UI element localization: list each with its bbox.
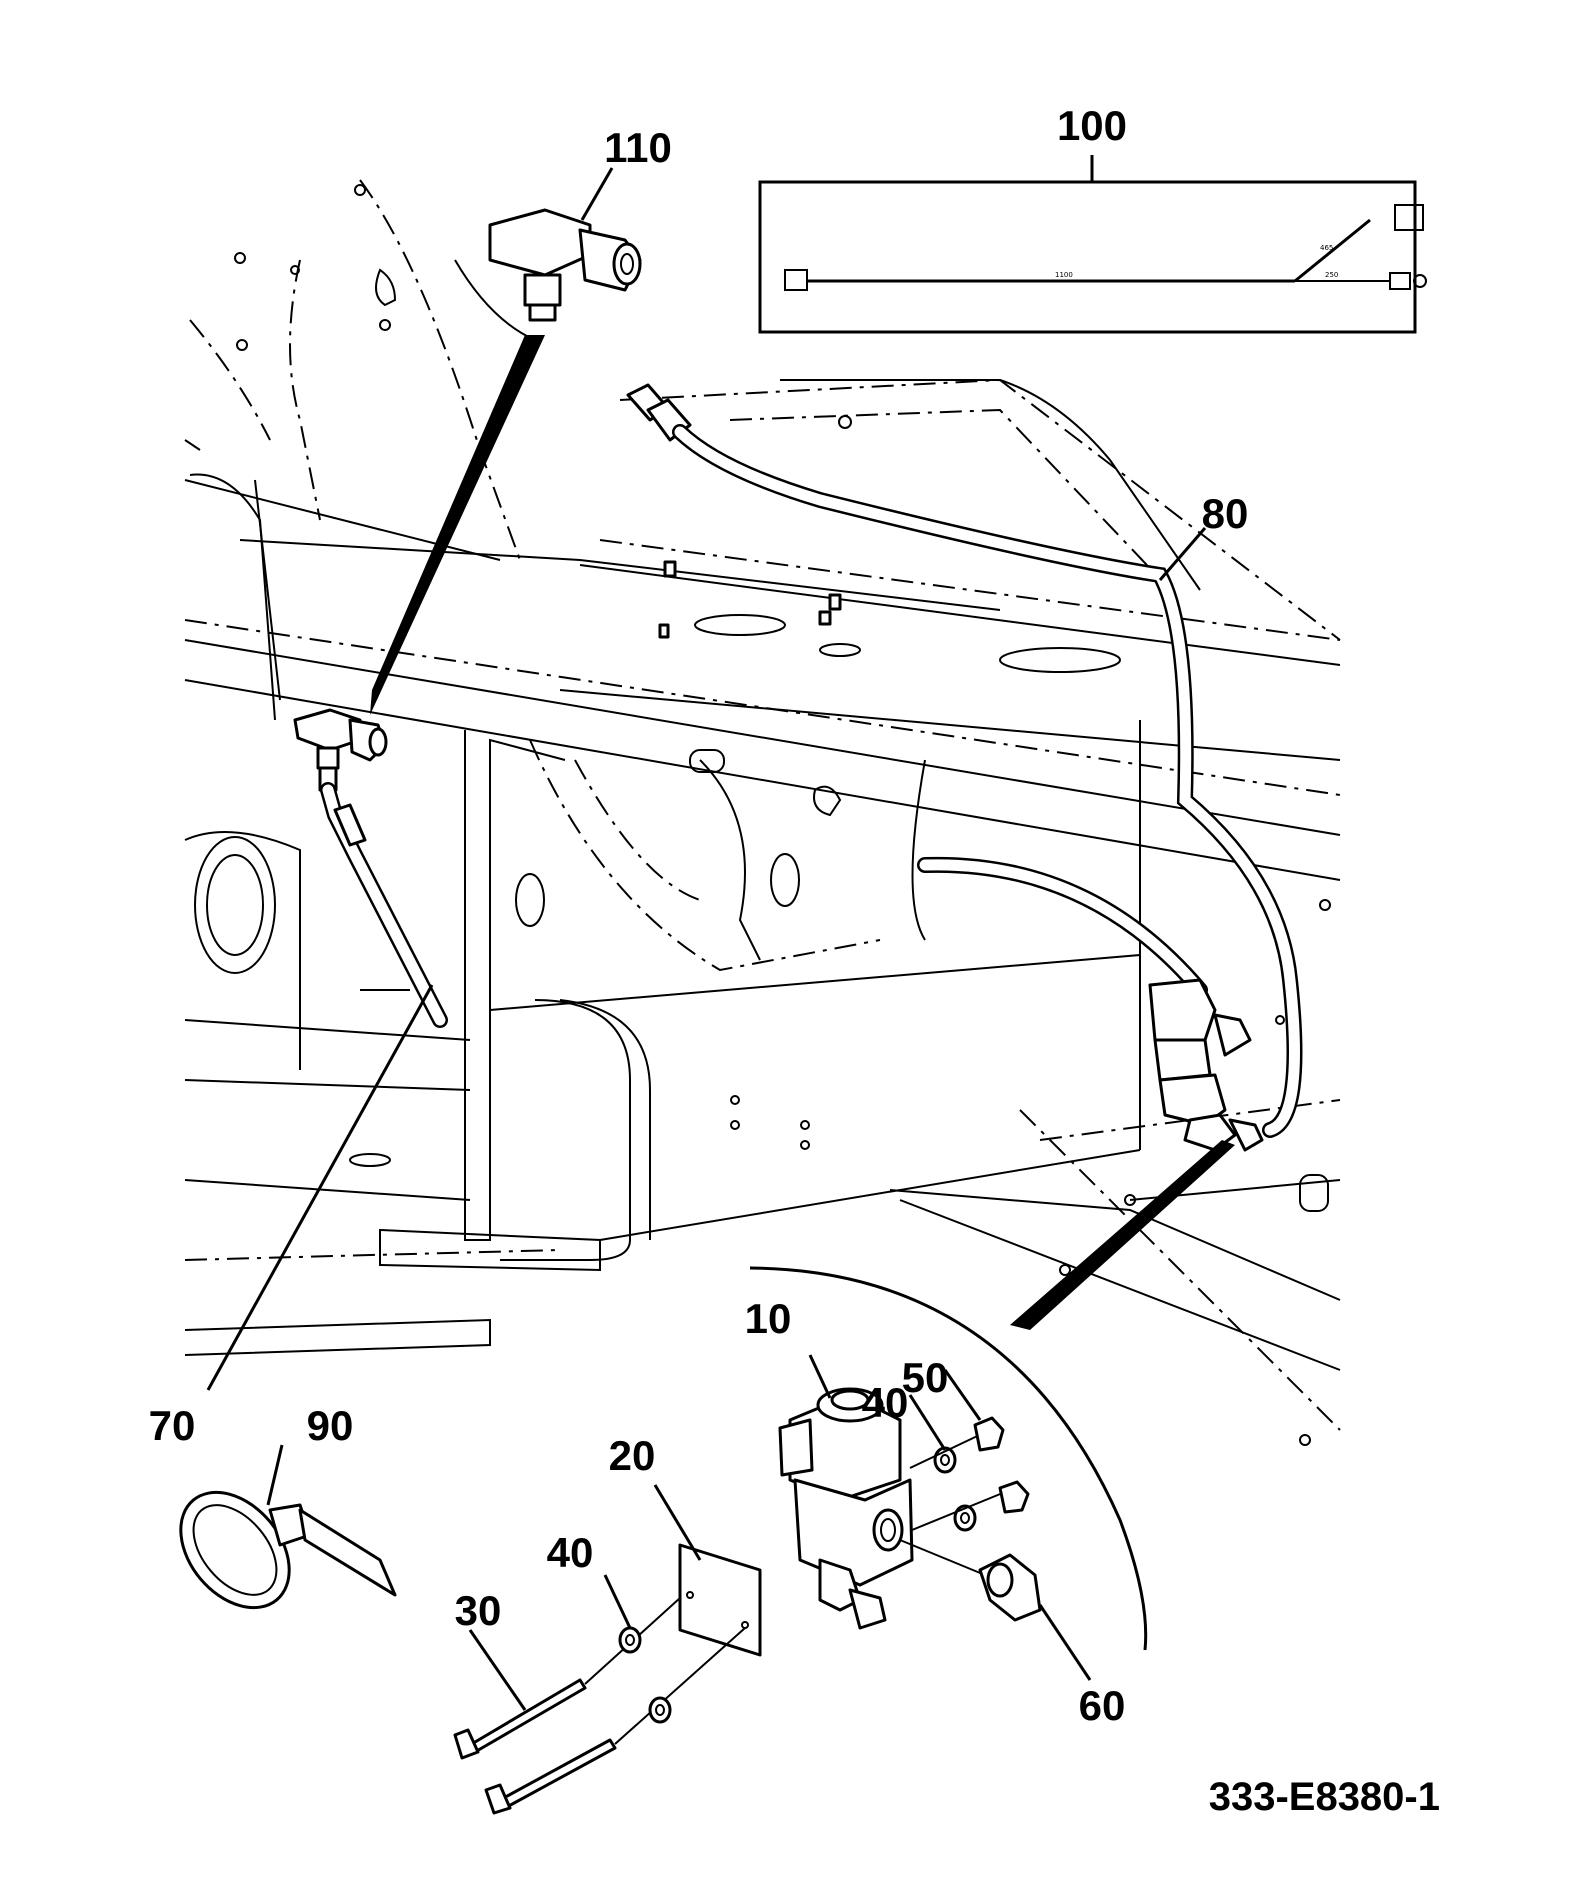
callout-40-upper: 40 — [862, 1379, 909, 1426]
callout-numbers: 100 110 80 70 90 10 50 40 20 40 30 60 — [149, 102, 1249, 1729]
harness-inset-100: 1100 465 250 — [758, 155, 1427, 334]
detail-inset-110 — [370, 208, 642, 715]
callout-30: 30 — [455, 1587, 502, 1634]
harness-length-tail: 250 — [1325, 271, 1338, 279]
callout-70: 70 — [149, 1402, 196, 1449]
chassis-frame — [184, 179, 1341, 1446]
callout-50: 50 — [902, 1354, 949, 1401]
callout-90: 90 — [307, 1402, 354, 1449]
callout-60: 60 — [1079, 1682, 1126, 1729]
leader-lines — [206, 167, 1207, 1711]
callout-110: 110 — [604, 124, 672, 171]
callout-100: 100 — [1057, 102, 1127, 149]
callout-10: 10 — [745, 1295, 792, 1342]
callout-40-lower: 40 — [547, 1529, 594, 1576]
hose-80 — [626, 383, 1303, 1138]
callout-80: 80 — [1202, 490, 1249, 537]
callout-20: 20 — [609, 1432, 656, 1479]
hose-70 — [320, 782, 448, 1028]
valve-assembly-installed — [1148, 978, 1264, 1152]
drawing-number: 333-E8380-1 — [1209, 1775, 1440, 1819]
harness-length-main: 1100 — [1055, 271, 1073, 279]
valve-exploded-detail — [179, 1140, 1235, 1815]
tee-fitting-110 — [293, 708, 388, 792]
harness-length-branch: 465 — [1320, 244, 1333, 252]
